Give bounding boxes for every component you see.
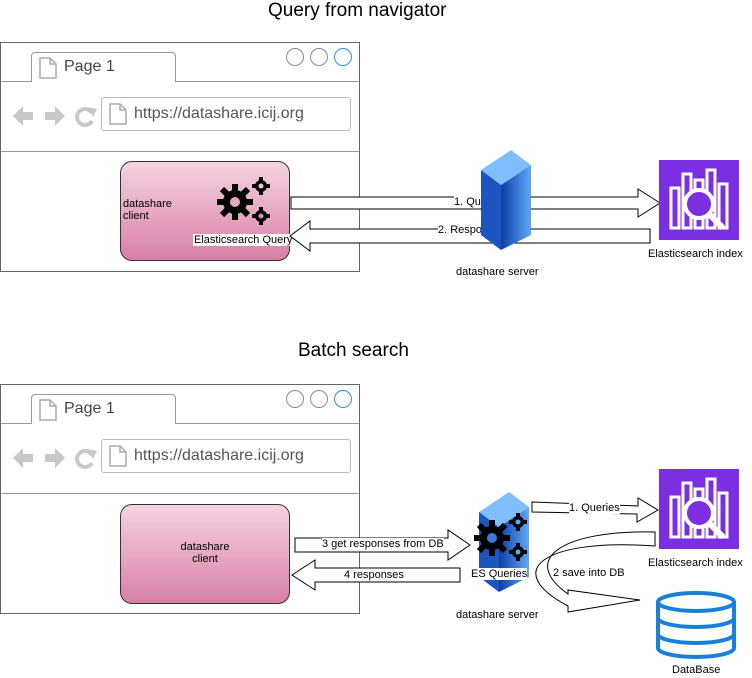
- arrow-responses-label: 4 responses: [344, 569, 404, 581]
- server-queries-label: ES Queries: [471, 568, 528, 580]
- tab-label: Page 1: [64, 400, 115, 417]
- elasticsearch-icon: [659, 160, 739, 240]
- bottom-browser-tab[interactable]: Page 1: [31, 394, 176, 424]
- arrow-get-responses-label: 3 get responses from DB: [322, 538, 444, 550]
- back-arrow-icon: [13, 106, 33, 126]
- arrow-queries-label: 1. Queries: [569, 502, 620, 514]
- client-label: datashare client: [180, 541, 230, 565]
- top-diagram-title: Query from navigator: [268, 0, 447, 21]
- bottom-diagram-title: Batch search: [298, 340, 409, 361]
- url-text: https://datashare.icij.org: [134, 105, 304, 122]
- bottom-datashare-client: datashare client: [120, 504, 290, 604]
- top-browser-tab[interactable]: Page 1: [31, 52, 176, 82]
- client-query-label: Elasticsearch Query: [193, 234, 294, 246]
- server-icon: [481, 150, 531, 250]
- refresh-icon: [75, 449, 97, 469]
- page-icon: [109, 445, 127, 467]
- window-circle-2[interactable]: [310, 48, 328, 66]
- window-circle-1[interactable]: [286, 48, 304, 66]
- tab-label: Page 1: [64, 58, 115, 75]
- url-text: https://datashare.icij.org: [134, 447, 304, 464]
- bottom-server-label: datashare server: [456, 609, 539, 621]
- database-icon: [656, 591, 736, 659]
- nav-buttons: [13, 106, 97, 127]
- page-icon: [39, 57, 57, 79]
- back-arrow-icon: [13, 448, 33, 468]
- refresh-icon: [75, 107, 97, 127]
- page-icon: [39, 399, 57, 421]
- elasticsearch-icon: [659, 469, 739, 549]
- forward-arrow-icon: [45, 448, 65, 468]
- top-datashare-client: datashare client Elasticse: [120, 161, 294, 261]
- database-label: DataBase: [672, 664, 721, 676]
- bottom-es-label: Elasticsearch index: [648, 557, 743, 569]
- window-circle-2[interactable]: [310, 390, 328, 408]
- page-icon: [109, 103, 127, 125]
- bottom-browser-tabbar-line: [1, 423, 359, 424]
- window-circle-3[interactable]: [334, 48, 352, 66]
- bottom-browser-divider: [1, 493, 359, 494]
- arrow-save-label: 2 save into DB: [553, 567, 625, 579]
- window-circle-1[interactable]: [286, 390, 304, 408]
- top-browser-divider: [1, 151, 359, 152]
- top-server-label: datashare server: [456, 266, 539, 278]
- address-bar[interactable]: https://datashare.icij.org: [101, 97, 351, 131]
- gears-icon: [474, 513, 527, 561]
- window-circle-3[interactable]: [334, 390, 352, 408]
- address-bar[interactable]: https://datashare.icij.org: [101, 439, 351, 473]
- gears-icon: [217, 177, 270, 225]
- forward-arrow-icon: [45, 106, 65, 126]
- top-es-label: Elasticsearch index: [648, 248, 743, 260]
- client-label: datashare client: [123, 198, 172, 222]
- nav-buttons: [13, 448, 97, 469]
- top-browser-tabbar-line: [1, 81, 359, 82]
